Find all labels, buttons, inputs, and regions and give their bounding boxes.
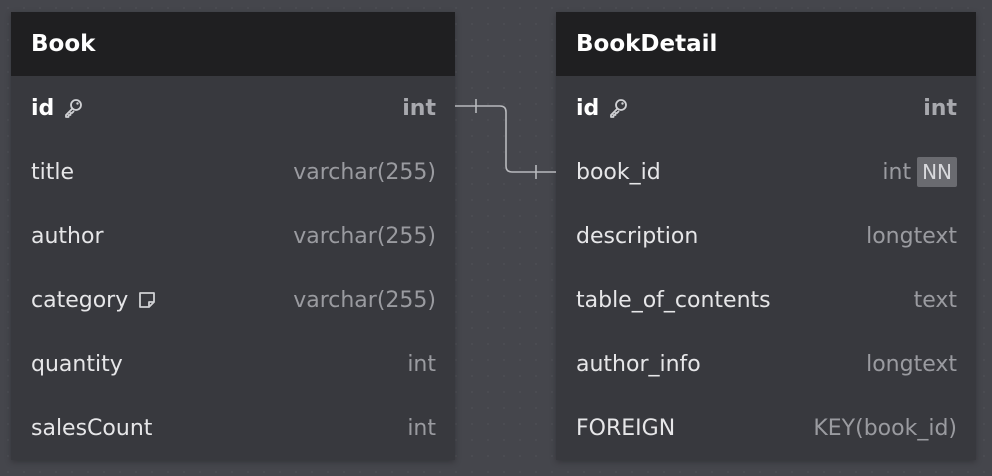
key-icon	[610, 99, 628, 118]
field-name: book_id	[576, 159, 661, 185]
table-title: BookDetail	[576, 31, 718, 57]
field-row-book-id[interactable]: book_id int NN	[556, 140, 976, 204]
field-type: text	[913, 287, 957, 313]
field-name: table_of_contents	[576, 287, 771, 313]
field-type: varchar(255)	[293, 287, 436, 313]
field-row-quantity[interactable]: quantity int	[11, 332, 455, 396]
field-type: int	[923, 95, 957, 121]
field-type: int	[882, 159, 912, 185]
field-type: int	[407, 351, 436, 377]
field-name: description	[576, 223, 699, 249]
field-name: author_info	[576, 351, 701, 377]
field-type: longtext	[866, 351, 957, 377]
table-header-bookdetail[interactable]: BookDetail	[556, 12, 976, 76]
table-book[interactable]: Book id int title varchar(255) author va…	[11, 12, 455, 460]
field-row-table-of-contents[interactable]: table_of_contents text	[556, 268, 976, 332]
field-row-foreign[interactable]: FOREIGN KEY(book_id)	[556, 396, 976, 460]
field-type: KEY(book_id)	[813, 415, 957, 441]
table-title: Book	[31, 31, 96, 57]
field-name: category	[31, 287, 129, 313]
field-row-description[interactable]: description longtext	[556, 204, 976, 268]
field-type: varchar(255)	[293, 223, 436, 249]
field-row-id[interactable]: id int	[11, 76, 455, 140]
relationship-line[interactable]	[455, 105, 556, 173]
field-name: id	[31, 95, 55, 121]
not-null-badge: NN	[917, 157, 957, 187]
field-type: varchar(255)	[293, 159, 436, 185]
field-name: quantity	[31, 351, 123, 377]
field-name: title	[31, 159, 75, 185]
field-row-salescount[interactable]: salesCount int	[11, 396, 455, 460]
field-row-title[interactable]: title varchar(255)	[11, 140, 455, 204]
field-row-author-info[interactable]: author_info longtext	[556, 332, 976, 396]
field-type: int	[402, 95, 436, 121]
note-icon[interactable]	[136, 289, 158, 311]
table-bookdetail[interactable]: BookDetail id int book_id int NN descrip…	[556, 12, 976, 460]
key-icon	[65, 99, 83, 118]
field-name: salesCount	[31, 415, 153, 441]
field-row-id[interactable]: id int	[556, 76, 976, 140]
field-row-category[interactable]: category varchar(255)	[11, 268, 455, 332]
field-type: int	[407, 415, 436, 441]
field-type: longtext	[866, 223, 957, 249]
field-name: id	[576, 95, 600, 121]
field-name: author	[31, 223, 104, 249]
table-header-book[interactable]: Book	[11, 12, 455, 76]
field-row-author[interactable]: author varchar(255)	[11, 204, 455, 268]
field-name: FOREIGN	[576, 415, 676, 441]
